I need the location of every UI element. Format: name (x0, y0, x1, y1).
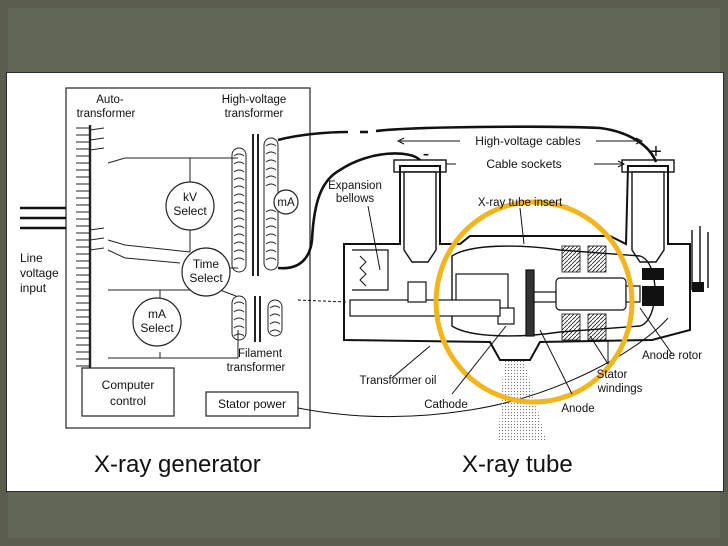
stator-windings (561, 245, 607, 341)
time-select-dial (181, 247, 231, 297)
ma-meter (273, 189, 299, 215)
auto-transformer-label-2: transformer (77, 108, 136, 120)
time-select-label-2: Select (189, 271, 223, 285)
minus-sign: - (423, 143, 430, 165)
plus-sign: + (650, 141, 662, 163)
time-select-label-1: Time (193, 257, 220, 271)
cable-sockets (403, 171, 665, 263)
expansion-bellows (352, 249, 389, 291)
computer-control-box (81, 367, 175, 417)
anode-label: Anode (561, 403, 594, 415)
stator-label-2: windings (597, 383, 643, 395)
expansion-label-2: bellows (336, 193, 375, 205)
hv-transformer (231, 134, 279, 276)
ma-select-dial (132, 297, 182, 347)
highlight-circle (433, 199, 635, 405)
kv-select-label-1: kV (183, 190, 197, 204)
line-voltage-input (20, 206, 66, 230)
kv-select-label-2: Select (173, 204, 207, 218)
filament-label-1: Filament (238, 348, 283, 360)
computer-label-2: control (110, 394, 146, 408)
line-input-label-1: Line (20, 251, 43, 265)
hv-transformer-label-1: High-voltage (222, 94, 287, 106)
line-input-label-3: input (20, 281, 47, 295)
anode-rotor-label: Anode rotor (642, 350, 702, 362)
stator-label-1: Stator (597, 369, 628, 381)
label-leaders (367, 137, 673, 395)
xray-insert-label: X-ray tube insert (478, 197, 563, 209)
computer-label-1: Computer (102, 378, 155, 392)
kv-select-dial (165, 181, 215, 231)
cable-sockets-label: Cable sockets (486, 157, 561, 171)
stator-power-label: Stator power (218, 397, 286, 411)
stator-power-box (205, 391, 299, 417)
ma-select-label-1: mA (148, 307, 166, 321)
filament-transformer (231, 295, 283, 342)
stator-power-wire (297, 317, 669, 417)
cathode-label: Cathode (424, 399, 467, 411)
line-input-label-2: voltage (20, 266, 59, 280)
hv-cables (277, 125, 658, 270)
hv-cables-label: High-voltage cables (475, 134, 580, 148)
generator-box (65, 87, 311, 429)
ma-select-label-2: Select (140, 321, 174, 335)
rotor-hardware (642, 268, 704, 306)
anode-assembly (525, 269, 641, 337)
filament-label-2: transformer (227, 362, 286, 374)
transformer-oil-label: Transformer oil (360, 375, 437, 387)
autotransformer-taps (76, 127, 105, 367)
cathode-assembly (349, 273, 515, 325)
expansion-label-1: Expansion (328, 180, 382, 192)
hv-transformer-label-2: transformer (225, 108, 284, 120)
auto-transformer-label-1: Auto- (96, 94, 124, 106)
xray-tube-caption: X-ray tube (462, 451, 573, 478)
ma-meter-label: mA (277, 197, 295, 209)
xray-generator-caption: X-ray generator (94, 451, 261, 478)
